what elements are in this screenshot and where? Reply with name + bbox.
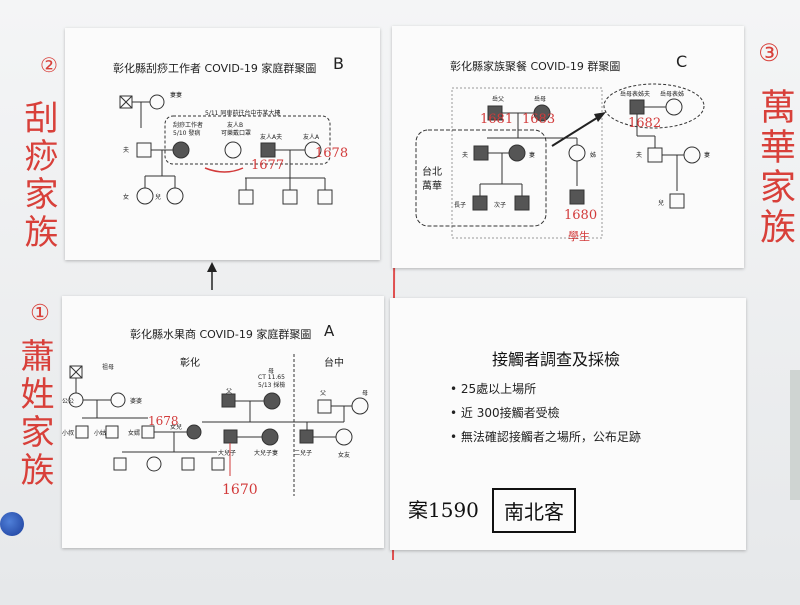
label-eldest-son-c: 長子 xyxy=(454,202,467,209)
sheet-a-title: 彰化縣水果商 COVID-19 家庭群聚圖 xyxy=(130,328,312,341)
family-label-1: 蕭姓家族 xyxy=(14,338,54,490)
sheet-a-letter: A xyxy=(324,322,335,340)
circle-number-1: ① xyxy=(30,301,50,326)
label-second-son-a: 二兒子 xyxy=(294,450,313,457)
family-label-2: 刮痧家族 xyxy=(18,100,58,252)
label-mother-a: 母 xyxy=(268,368,275,375)
magnet-pin xyxy=(0,512,24,536)
label-mother-r: 母 xyxy=(362,390,369,397)
pedigree-b xyxy=(119,94,333,205)
case-1678: 1678 xyxy=(315,146,349,161)
label-friend-b: 友人B xyxy=(227,122,244,129)
sheet-c-letter: C xyxy=(676,52,688,71)
family-label-3: 萬華家族 xyxy=(754,88,795,248)
sheet-b-title: 彰化縣刮痧工作者 COVID-19 家庭群聚圖 xyxy=(113,62,317,75)
label-grandmother-c: 岳母 xyxy=(534,96,547,103)
label-friend-a: 友人A xyxy=(303,134,320,141)
label-daughter-a: 女兒 xyxy=(170,424,183,431)
sheet-b-note: 5/11 同車前往台中市某大樓 xyxy=(205,110,281,117)
bullet-1: • 25處以上場所 xyxy=(450,382,537,396)
label-son-in-law: 女婿 xyxy=(128,430,141,437)
case-1682: 1682 xyxy=(628,116,662,131)
label-taipei-wanhua: 台北 萬華 xyxy=(422,167,442,192)
case-1670: 1670 xyxy=(222,482,258,498)
label-student: 學生 xyxy=(568,230,590,243)
bullet-2: • 近 300接觸者受檢 xyxy=(450,406,560,420)
label-eldest-son-a: 大兒子 xyxy=(218,450,237,457)
case-note: 案1590 xyxy=(408,498,479,522)
sheet-b: 彰化縣刮痧工作者 COVID-19 家庭群聚圖 B 5/11 同車前往台中市某大… xyxy=(65,28,380,260)
pedigree-c xyxy=(415,83,705,239)
label-friend-a-husband: 友人A夫 xyxy=(260,134,283,141)
label-girlfriend: 女友 xyxy=(338,452,351,459)
label-son: 兒 xyxy=(155,194,162,201)
label-daughter: 女 xyxy=(123,194,130,201)
boxed-note: 南北客 xyxy=(492,488,576,533)
case-1683: 1683 xyxy=(522,112,556,127)
pedigree-a xyxy=(68,354,369,496)
sheet-c-title: 彰化縣家族聚餐 COVID-19 群聚圖 xyxy=(450,60,621,73)
case-1680: 1680 xyxy=(564,208,598,223)
label-cousin-husband: 岳母表姊夫 xyxy=(620,91,651,98)
sheet-a: 彰化縣水果商 COVID-19 家庭群聚圖 A 彰化 台中 xyxy=(62,296,384,548)
circle-number-2: ② xyxy=(40,53,58,77)
label-husband-r: 夫 xyxy=(636,152,643,159)
label-father-r: 父 xyxy=(320,390,327,397)
label-worker: 刮痧工作者 xyxy=(173,122,204,129)
case-1678-a: 1678 xyxy=(148,414,179,428)
label-wife-r: 妻 xyxy=(704,152,711,159)
region-right: 台中 xyxy=(324,358,344,369)
label-eldest-son-wife: 大兒子妻 xyxy=(254,450,279,457)
label-husband-c: 夫 xyxy=(462,152,469,159)
label-sister-c: 姊 xyxy=(590,152,597,159)
label-father-a: 父 xyxy=(226,388,233,395)
label-friend-b-note: 可樂戴口罩 xyxy=(221,130,252,137)
case-1681: 1681 xyxy=(480,112,514,127)
label-wife: 妻妻 xyxy=(170,92,183,99)
label-mother-note: CT 11.65 5/13 採檢 xyxy=(258,374,286,389)
sheet-c: 彰化縣家族聚餐 COVID-19 群聚圖 C xyxy=(392,26,744,268)
bullet-3: • 無法確認接觸者之場所，公布足跡 xyxy=(450,430,641,444)
sheet-b-letter: B xyxy=(333,54,344,73)
label-small-aunt2: 小姑 xyxy=(94,430,107,437)
label-son-r: 兒 xyxy=(658,200,665,207)
label-grandfather-a: 公公 xyxy=(62,398,75,405)
label-grandfather-c: 岳父 xyxy=(492,96,505,103)
label-worker-dates: 5/10 發病 xyxy=(173,130,201,137)
label-grandmother-a: 祖母 xyxy=(102,364,115,371)
label-wife-a: 婆婆 xyxy=(130,398,143,405)
label-wife-c: 妻 xyxy=(529,152,536,159)
label-second-son-c: 次子 xyxy=(494,202,507,209)
sheet-d: 接觸者調查及採檢 • 25處以上場所 • 近 300接觸者受檢 • 無法確認接觸… xyxy=(390,298,746,550)
board-edge xyxy=(790,370,800,500)
region-left: 彰化 xyxy=(180,358,200,369)
case-1677: 1677 xyxy=(251,158,285,173)
label-small-aunt: 小叔 xyxy=(62,430,75,437)
label-husband: 夫 xyxy=(123,147,130,154)
sheet-d-title: 接觸者調查及採檢 xyxy=(492,350,621,369)
circle-number-3: ③ xyxy=(758,39,780,67)
label-cousin: 岳母表姊 xyxy=(660,91,685,98)
